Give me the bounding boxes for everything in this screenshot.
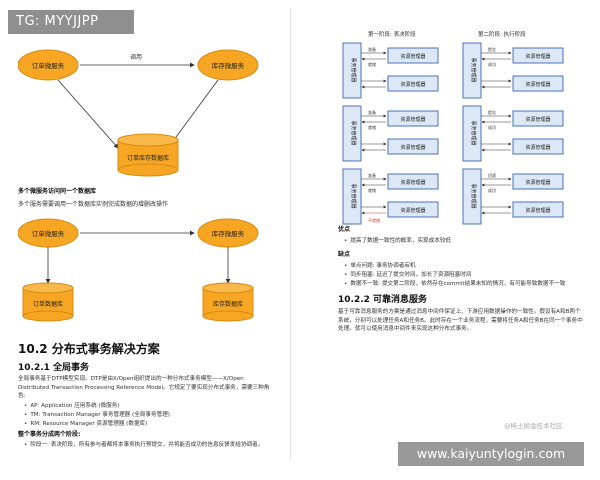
- role-item: RM: Resource Manager 资源管理器 (数据库): [24, 419, 147, 427]
- tm-box: [462, 168, 482, 225]
- edge-label: 提交: [488, 46, 496, 52]
- phase1-group-3: 事务管理器 资源管理器 资源管理器 准备 就绪 不就绪: [342, 168, 439, 225]
- rm-label: 资源管理器: [400, 144, 425, 151]
- inventory-database-icon: [202, 282, 254, 322]
- order-database-label: 订单数据库: [33, 300, 63, 308]
- edge-label: 提交: [488, 109, 496, 115]
- edge-label: 就绪: [368, 124, 376, 130]
- rm-label: 资源管理器: [400, 207, 425, 214]
- tg-watermark-tag: TG: MYYJJPP: [8, 10, 134, 34]
- role-item: AP: Application 应用系统 (微服务): [24, 401, 119, 409]
- tm-label: 事务管理器: [470, 57, 477, 82]
- rm-box: [512, 47, 564, 64]
- rm-box: [387, 173, 439, 190]
- phase2-group-3: 事务管理器 资源管理器 资源管理器 回滚 成功: [462, 168, 564, 225]
- rm-label: 资源管理器: [525, 81, 550, 88]
- section-title: 10.2 分布式事务解决方案: [18, 342, 160, 356]
- site-watermark: www.kaiyuntylogin.com: [398, 442, 584, 466]
- edge-label: 成功: [488, 61, 496, 67]
- order-service-node: [18, 49, 79, 81]
- edge-label: 准备: [368, 46, 376, 52]
- edge-label: 回滚: [488, 172, 496, 178]
- cons-title: 缺点: [338, 251, 351, 258]
- phase-item: 阶段一: 表决阶段，所有参与者都将本事务执行预提交，并将能否成功的信息反馈发给协…: [24, 440, 263, 448]
- right-document-page: 第一阶段: 表决阶段 第二阶段: 执行阶段 事务管理器 资源管理器 资源管理器 …: [300, 8, 594, 460]
- phases-title: 整个事务分成两个阶段:: [18, 431, 81, 438]
- tm-box: [342, 105, 362, 162]
- reliable-message-paragraph: 基于可靠消息服务的方案是通过消息中间件保证上、下游应用数据操作的一致性。假设有A…: [338, 309, 583, 332]
- rm-box: [387, 138, 439, 155]
- tm-label: 事务管理器: [350, 120, 357, 145]
- inventory-database-label: 库存数据库: [213, 300, 243, 308]
- order-database-icon: [22, 282, 74, 322]
- phase1-title: 第一阶段: 表决阶段: [368, 30, 416, 38]
- phase2-group-1: 事务管理器 资源管理器 资源管理器 提交 成功: [462, 42, 564, 99]
- edge-label: 就绪: [368, 187, 376, 193]
- rm-box: [387, 110, 439, 127]
- tm-label: 事务管理器: [470, 120, 477, 145]
- caption-shared-db-title: 多个微服务访问同一个数据库: [18, 188, 97, 195]
- shared-database-icon: [117, 133, 179, 177]
- cons-item: 数据不一致: 提交第二阶段，依然存在commit结果未知的情况，有可能导致数据不…: [344, 279, 565, 287]
- diagram-shared-database: 订单微服务 库存微服务 调用 订单库存数据库: [18, 49, 259, 177]
- rm-label: 资源管理器: [525, 207, 550, 214]
- order-service-label: 订单微服务: [32, 61, 65, 70]
- tm-label: 事务管理器: [350, 183, 357, 208]
- role-item: TM: Transaction Manager 事务管理器 (全局事务管理): [24, 410, 170, 418]
- rm-label: 资源管理器: [400, 53, 425, 60]
- pros-item: 提高了数据一致性的概率，实现成本较低: [344, 236, 451, 244]
- tm-box: [462, 42, 482, 99]
- tm-label: 事务管理器: [350, 57, 357, 82]
- rm-box: [387, 75, 439, 92]
- phase1-group-2: 事务管理器 资源管理器 资源管理器 准备 就绪: [342, 105, 439, 162]
- tm-box: [462, 105, 482, 162]
- rm-box: [387, 47, 439, 64]
- edge-label: 成功: [488, 187, 496, 193]
- subsection-title-global-tx: 10.2.1 全局事务: [18, 363, 90, 373]
- edge-label: 准备: [368, 109, 376, 115]
- rm-label: 资源管理器: [525, 116, 550, 123]
- inventory-service-node: [197, 49, 259, 81]
- rm-label: 资源管理器: [400, 81, 425, 88]
- inventory-service-label-2: 库存微服务: [212, 229, 245, 238]
- rm-box: [512, 173, 564, 190]
- phase2-group-2: 事务管理器 资源管理器 资源管理器 提交 成功: [462, 105, 564, 162]
- left-document-page: 订单微服务 库存微服务 调用 订单库存数据库 多个微服务访问同一个数据库 多个服…: [6, 8, 291, 460]
- tm-box: [342, 168, 362, 225]
- order-service-label-2: 订单微服务: [32, 229, 65, 238]
- subsection-title-reliable-message: 10.2.2 可靠消息服务: [338, 295, 428, 305]
- edge-label: 准备: [368, 172, 376, 178]
- rm-box: [512, 201, 564, 218]
- rm-box: [387, 201, 439, 218]
- rm-label: 资源管理器: [525, 53, 550, 60]
- tm-box: [342, 42, 362, 99]
- phase2-title: 第二阶段: 执行阶段: [478, 30, 526, 38]
- cons-item: 单点问题: 事务协调者宕机: [344, 261, 415, 269]
- community-watermark: @稀土掘金技术社区: [504, 422, 563, 430]
- rm-box: [512, 75, 564, 92]
- edge-label: 不就绪: [368, 217, 380, 223]
- edge-label: 就绪: [368, 61, 376, 67]
- shared-database-label: 订单库存数据库: [127, 154, 169, 162]
- tm-label: 事务管理器: [470, 183, 477, 208]
- inventory-service-label: 库存微服务: [212, 61, 245, 70]
- rm-label: 资源管理器: [400, 116, 425, 123]
- rm-box: [512, 110, 564, 127]
- call-edge-label: 调用: [130, 53, 142, 61]
- rm-label: 资源管理器: [525, 179, 550, 186]
- edge-label: 成功: [488, 124, 496, 130]
- diagram-two-phase-commit: 第一阶段: 表决阶段 第二阶段: 执行阶段 事务管理器 资源管理器 资源管理器 …: [342, 30, 564, 225]
- global-tx-paragraph: 全局事务基于DTP模型实现。DTP是由X/Open组织提出的一种分布式事务模型—…: [18, 376, 270, 399]
- pros-title: 优点: [338, 226, 351, 233]
- cons-item: 同步阻塞: 延迟了提交时间，加长了资源阻塞时间: [344, 270, 471, 278]
- rm-label: 资源管理器: [400, 179, 425, 186]
- rm-box: [512, 138, 564, 155]
- phase1-group-1: 事务管理器 资源管理器 资源管理器 准备 就绪: [342, 42, 439, 99]
- rm-label: 资源管理器: [525, 144, 550, 151]
- diagram-separate-databases: 订单微服务 库存微服务 订单数据库 库存数据库: [18, 218, 259, 322]
- caption-shared-db-text: 多个服务需要调用一个数据库实例完成数据的增删改操作: [18, 201, 169, 208]
